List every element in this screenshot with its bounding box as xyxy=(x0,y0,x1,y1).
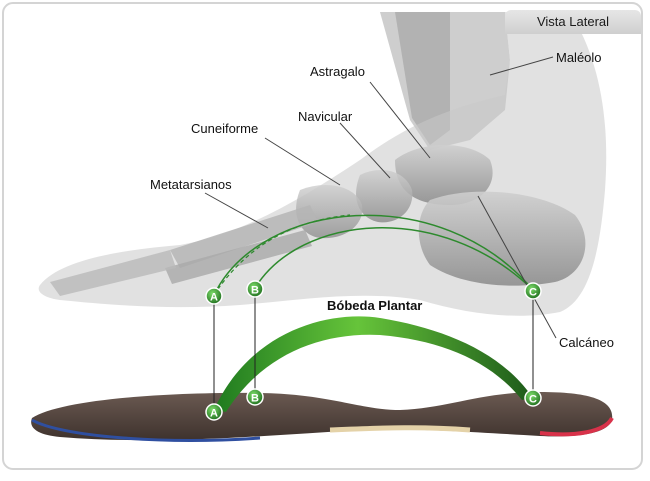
point-a-top: A xyxy=(205,287,223,305)
view-label: Vista Lateral xyxy=(536,14,610,29)
point-c-top: C xyxy=(524,282,542,300)
arch-line-outer xyxy=(213,214,534,296)
cuneiform-bone xyxy=(296,185,363,239)
leader-metatarsianos xyxy=(204,192,269,229)
metatarsal-1 xyxy=(170,205,318,268)
arch-line-middle xyxy=(254,227,534,291)
svg-text:B: B xyxy=(251,285,259,297)
point-b-bottom: B xyxy=(246,388,264,406)
svg-text:B: B xyxy=(251,393,259,405)
phalanges xyxy=(50,250,176,296)
metatarsal-2 xyxy=(165,230,312,284)
leader-maleolo xyxy=(489,56,554,76)
svg-text:C: C xyxy=(529,287,537,299)
svg-text:A: A xyxy=(210,292,218,304)
label-metatarsianos: Metatarsianos xyxy=(150,177,232,192)
label-maleolo: Maléolo xyxy=(556,50,602,65)
arch-support-plate xyxy=(214,316,533,412)
navicular-bone xyxy=(356,170,413,223)
view-tab: Vista Lateral xyxy=(505,10,641,34)
insole-edge-blue xyxy=(31,418,261,442)
label-boveda-plantar: Bóbeda Plantar xyxy=(327,298,423,313)
point-c-bottom: C xyxy=(524,389,542,407)
insole-cork-edge xyxy=(329,425,471,433)
calcaneus-bone xyxy=(418,191,586,286)
label-navicular: Navicular xyxy=(298,109,353,124)
leader-astragalo xyxy=(369,81,431,159)
point-b-top: B xyxy=(246,280,264,298)
fibula-bone xyxy=(395,12,450,145)
svg-text:C: C xyxy=(529,394,537,406)
arch-line-inner xyxy=(213,214,351,296)
leader-calcaneo xyxy=(477,195,557,339)
label-cuneiforme: Cuneiforme xyxy=(191,121,259,136)
talus-bone xyxy=(395,145,493,205)
insole-edge-red xyxy=(539,416,614,437)
leader-cuneiforme xyxy=(264,137,341,186)
label-astragalo: Astragalo xyxy=(310,64,365,79)
svg-text:A: A xyxy=(210,408,218,420)
point-a-bottom: A xyxy=(205,403,223,421)
label-calcaneo: Calcáneo xyxy=(559,335,614,350)
leader-navicular xyxy=(339,122,391,179)
